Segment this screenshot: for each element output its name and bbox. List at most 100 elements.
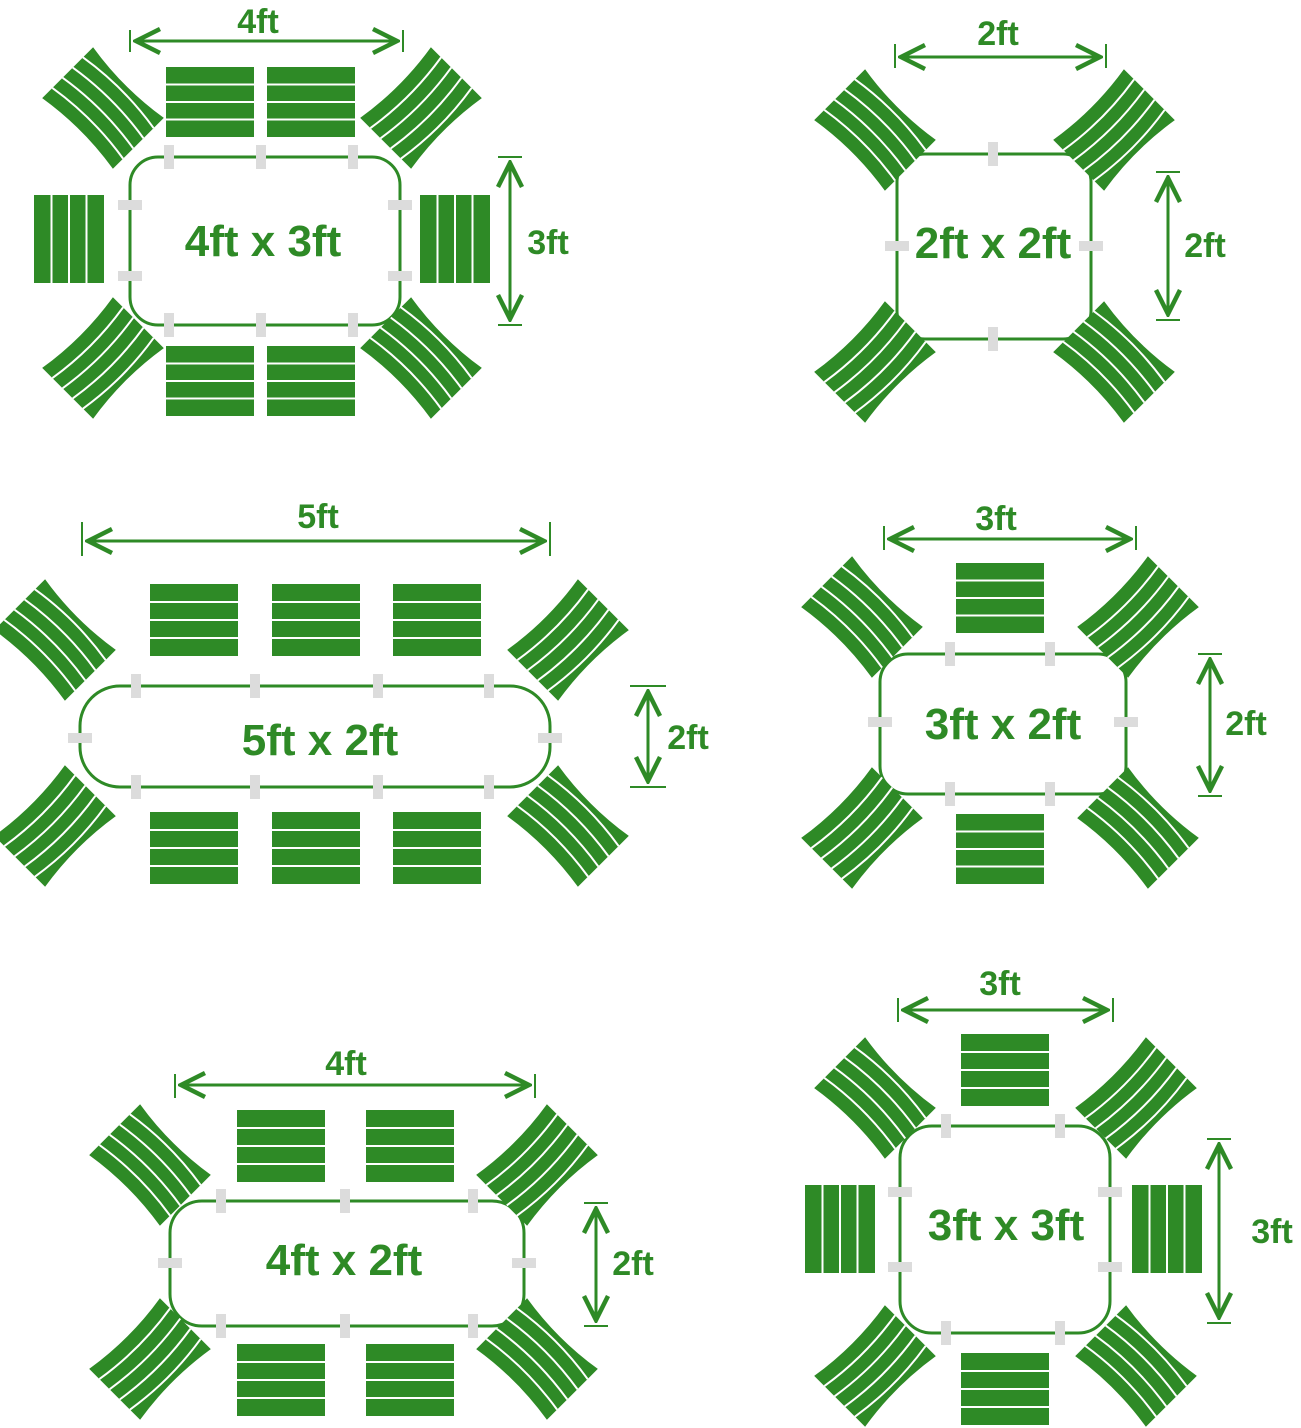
- corner-clip: [388, 271, 412, 281]
- corner-clip: [1098, 1187, 1122, 1197]
- corner-clip: [340, 1189, 350, 1213]
- corner-clip: [512, 1258, 536, 1268]
- straight-piece-horizontal: [366, 1110, 454, 1182]
- depth-label: 2ft: [612, 1245, 654, 1283]
- corner-clip: [340, 1314, 350, 1338]
- depth-label: 3ft: [527, 224, 569, 262]
- straight-piece-vertical: [1132, 1185, 1202, 1273]
- corner-clip: [945, 782, 955, 806]
- width-dimension: 4ft: [129, 3, 404, 52]
- corner-clip: [1098, 1262, 1122, 1272]
- corner-clip: [468, 1314, 478, 1338]
- garden-pieces: [814, 69, 1175, 423]
- depth-dimension: 3ft: [1207, 1138, 1293, 1324]
- curved-corner-piece: [814, 69, 936, 191]
- curved-corner-piece: [89, 1298, 211, 1420]
- depth-label: 2ft: [1225, 705, 1267, 743]
- curved-corner-piece: [814, 1037, 936, 1159]
- corner-clip: [888, 1262, 912, 1272]
- corner-clip: [164, 313, 174, 337]
- curved-corner-piece: [507, 579, 629, 701]
- straight-piece-horizontal: [267, 346, 355, 416]
- straight-piece-horizontal: [961, 1353, 1049, 1425]
- corner-clip: [118, 200, 142, 210]
- width-label: 4ft: [237, 3, 279, 41]
- corner-clip: [885, 241, 909, 251]
- straight-piece-horizontal: [237, 1110, 325, 1182]
- corner-clip: [888, 1187, 912, 1197]
- corner-clip: [216, 1314, 226, 1338]
- garden-pieces: [89, 1104, 598, 1420]
- depth-label: 2ft: [1184, 227, 1226, 265]
- corner-clip: [868, 717, 892, 727]
- corner-clip: [988, 327, 998, 351]
- corner-clip: [1079, 241, 1103, 251]
- corner-clip: [941, 1321, 951, 1345]
- corner-clip: [988, 142, 998, 166]
- curved-corner-piece: [1075, 1305, 1197, 1427]
- layout-4x3: 4ft x 3ft 4ft 3ft: [34, 3, 569, 419]
- corner-clip: [216, 1189, 226, 1213]
- width-dimension: 3ft: [883, 500, 1137, 550]
- corner-clip: [1055, 1321, 1065, 1345]
- depth-dimension: 2ft: [1156, 171, 1226, 321]
- curved-corner-piece: [1077, 556, 1199, 678]
- straight-piece-horizontal: [150, 812, 238, 884]
- curved-corner-piece: [1077, 767, 1199, 889]
- garden-pieces: [805, 1034, 1202, 1427]
- curved-corner-piece: [360, 47, 482, 169]
- corner-clip: [468, 1189, 478, 1213]
- straight-piece-horizontal: [956, 563, 1044, 633]
- straight-piece-horizontal: [267, 67, 355, 137]
- corner-clip: [1055, 1114, 1065, 1138]
- layout-3x3: 3ft x 3ft 3ft 3ft: [805, 965, 1293, 1427]
- layout-3x2: 3ft x 2ft 3ft 2ft: [801, 500, 1267, 889]
- curved-corner-piece: [1053, 69, 1175, 191]
- straight-piece-horizontal: [237, 1344, 325, 1416]
- corner-clip: [250, 775, 260, 799]
- width-label: 5ft: [297, 498, 339, 536]
- depth-label: 3ft: [1251, 1213, 1293, 1251]
- width-label: 3ft: [975, 500, 1017, 538]
- layout-5x2: 5ft x 2ft 5ft 2ft: [0, 498, 709, 887]
- corner-clip: [1045, 782, 1055, 806]
- bed-size-label: 2ft x 2ft: [915, 219, 1072, 268]
- curved-corner-piece: [89, 1104, 211, 1226]
- garden-pieces: [801, 556, 1199, 889]
- corner-clip: [1114, 717, 1138, 727]
- depth-dimension: 2ft: [1198, 653, 1267, 797]
- depth-dimension: 2ft: [584, 1202, 654, 1327]
- width-dimension: 3ft: [897, 965, 1114, 1022]
- corner-clip: [1045, 642, 1055, 666]
- corner-clip: [250, 674, 260, 698]
- straight-piece-horizontal: [956, 814, 1044, 884]
- bed-size-label: 4ft x 3ft: [185, 217, 342, 266]
- straight-piece-vertical: [805, 1185, 875, 1273]
- corner-clip: [348, 313, 358, 337]
- corner-clip: [256, 313, 266, 337]
- depth-label: 2ft: [667, 719, 709, 757]
- corner-clip: [164, 145, 174, 169]
- curved-corner-piece: [1053, 301, 1175, 423]
- curved-corner-piece: [42, 297, 164, 419]
- straight-piece-horizontal: [166, 67, 254, 137]
- curved-corner-piece: [814, 301, 936, 423]
- depth-dimension: 2ft: [630, 685, 709, 788]
- curved-corner-piece: [0, 765, 116, 887]
- bed-size-label: 3ft x 3ft: [928, 1201, 1085, 1250]
- garden-pieces: [0, 579, 629, 887]
- straight-piece-horizontal: [150, 584, 238, 656]
- curved-corner-piece: [801, 767, 923, 889]
- corner-clip: [131, 775, 141, 799]
- straight-piece-horizontal: [393, 812, 481, 884]
- corner-clip: [538, 733, 562, 743]
- curved-corner-piece: [0, 579, 116, 701]
- width-dimension: 5ft: [81, 498, 551, 556]
- layout-2x2: 2ft x 2ft 2ft 2ft: [814, 15, 1226, 423]
- corner-clip: [118, 271, 142, 281]
- corner-clip: [484, 674, 494, 698]
- width-dimension: 4ft: [174, 1045, 536, 1098]
- corner-clip: [256, 145, 266, 169]
- bed-outline: [898, 1124, 1112, 1335]
